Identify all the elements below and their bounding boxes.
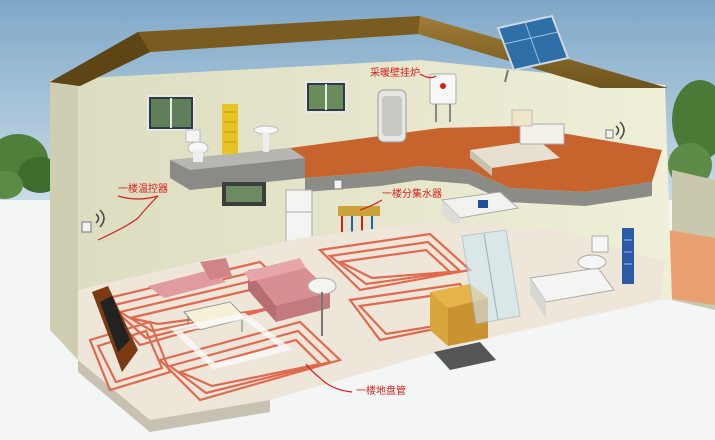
annex-floor [668, 230, 715, 305]
window-icon [148, 96, 194, 130]
thermostat-icon [334, 180, 342, 189]
label-manifold-text: 一楼分集水器 [382, 187, 442, 200]
water-tank-icon [378, 90, 406, 142]
left-wall [50, 75, 78, 360]
radiator-icon [222, 104, 238, 154]
doorway [222, 182, 266, 206]
radiator-icon [622, 228, 634, 284]
thermostat-icon [606, 130, 613, 138]
thermostat-icon [82, 222, 91, 232]
label-thermostat-text: 一楼温控器 [118, 182, 168, 195]
label-floor-pipe-text: 一楼地盘管 [356, 384, 406, 397]
window-icon [306, 82, 346, 112]
label-boiler-text: 采暖壁挂炉 [370, 66, 420, 79]
